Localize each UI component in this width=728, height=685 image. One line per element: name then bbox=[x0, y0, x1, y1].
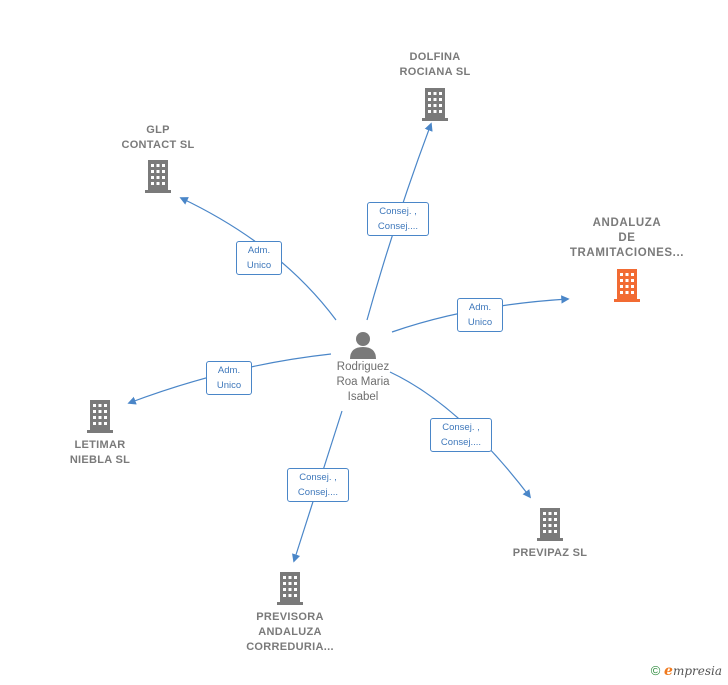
company-name: PREVIPAZ SL bbox=[512, 547, 588, 559]
person-node[interactable]: Rodriguez Roa Maria Isabel bbox=[320, 330, 406, 405]
building-icon bbox=[614, 269, 640, 302]
relation-label-andaluza[interactable]: Adm. Unico bbox=[457, 298, 503, 332]
company-andaluza[interactable]: ANDALUZA DE TRAMITACIONES... bbox=[562, 216, 692, 303]
brand-footer: © empresia bbox=[651, 663, 722, 679]
relation-label-previsora[interactable]: Consej. , Consej.... bbox=[287, 468, 349, 502]
company-name: PREVISORA ANDALUZA CORREDURIA... bbox=[246, 611, 334, 653]
building-icon bbox=[422, 88, 448, 121]
company-previsora[interactable]: PREVISORA ANDALUZA CORREDURIA... bbox=[232, 570, 348, 655]
building-icon bbox=[87, 400, 113, 433]
relation-label-dolfina[interactable]: Consej. , Consej.... bbox=[367, 202, 429, 236]
building-icon bbox=[145, 160, 171, 193]
company-name: ANDALUZA DE TRAMITACIONES... bbox=[569, 217, 685, 259]
company-letimar[interactable]: LETIMAR NIEBLA SL bbox=[50, 398, 150, 468]
copyright-icon: © bbox=[650, 663, 661, 678]
building-icon bbox=[277, 572, 303, 605]
company-name: GLP CONTACT SL bbox=[121, 124, 195, 151]
company-previpaz[interactable]: PREVIPAZ SL bbox=[500, 506, 600, 561]
company-name: DOLFINA ROCIANA SL bbox=[399, 51, 471, 78]
person-name: Rodriguez Roa Maria Isabel bbox=[336, 361, 390, 403]
relation-label-previpaz[interactable]: Consej. , Consej.... bbox=[430, 418, 492, 452]
building-icon bbox=[537, 508, 563, 541]
company-glp[interactable]: GLP CONTACT SL bbox=[108, 123, 208, 194]
company-name: LETIMAR NIEBLA SL bbox=[69, 439, 131, 466]
relation-label-glp[interactable]: Adm. Unico bbox=[236, 241, 282, 275]
brand-logo: empresia bbox=[664, 663, 722, 679]
relation-label-letimar[interactable]: Adm. Unico bbox=[206, 361, 252, 395]
company-dolfina[interactable]: DOLFINA ROCIANA SL bbox=[385, 50, 485, 122]
person-icon bbox=[350, 332, 376, 359]
